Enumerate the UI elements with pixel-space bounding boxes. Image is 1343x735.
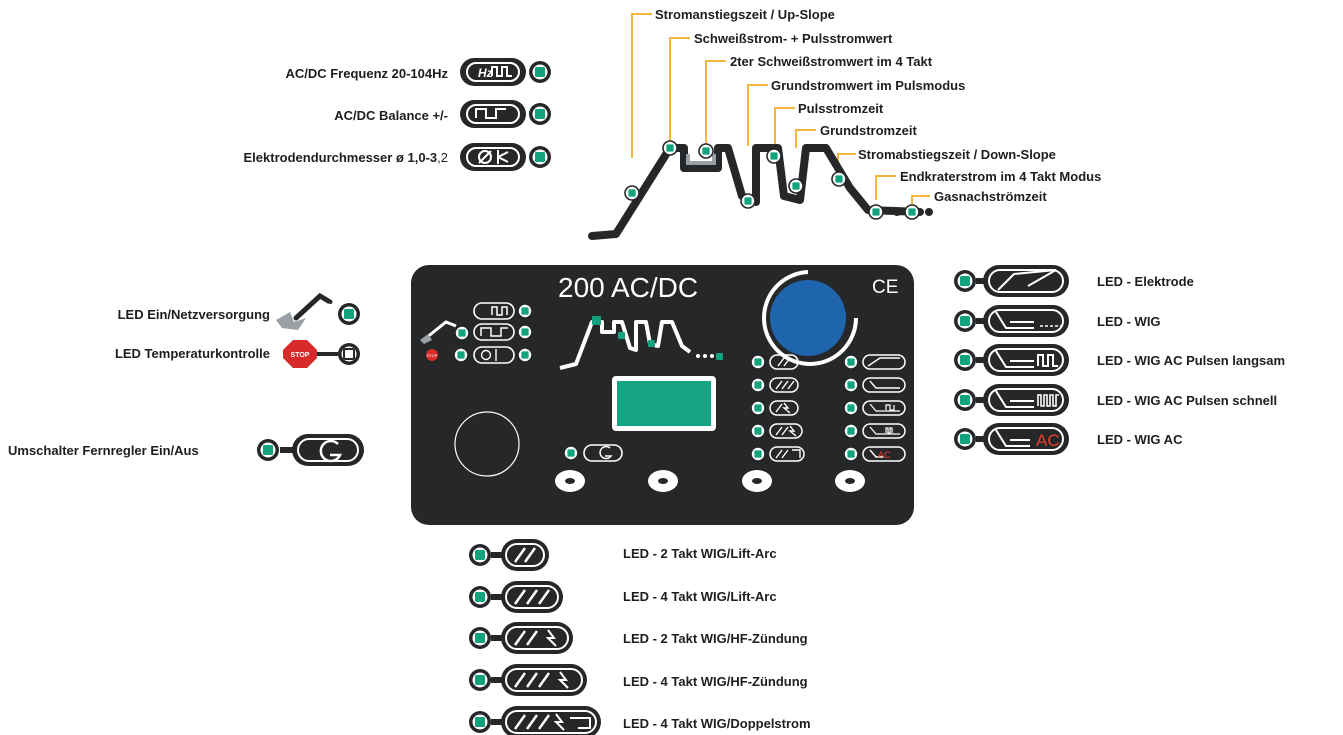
right-process-icons	[954, 265, 1069, 455]
panel-process-column	[843, 354, 906, 462]
label-2-takt-lift-arc: LED - 2 Takt WIG/Lift-Arc	[623, 546, 777, 561]
label-electrode-diameter-main: Elektrodendurchmesser ø 1,0-3	[243, 150, 438, 165]
label-led-wig: LED - WIG	[1097, 314, 1161, 329]
remote-switch-icon	[257, 434, 364, 466]
ac-icon: AC	[1036, 431, 1060, 450]
label-base-time: Grundstromzeit	[820, 123, 917, 138]
control-panel	[411, 265, 914, 525]
label-2-takt-hf: LED - 2 Takt WIG/HF-Zündung	[623, 631, 808, 646]
left-top-icons	[460, 58, 551, 171]
bottom-mode-icons	[469, 539, 601, 735]
label-temperature-led: LED Temperaturkontrolle	[114, 346, 270, 361]
label-base-current: Grundstromwert im Pulsmodus	[771, 78, 966, 93]
label-ac-dc-frequency: AC/DC Frequenz 20-104Hz	[285, 66, 448, 81]
ce-mark: CE	[872, 277, 899, 298]
hz-icon: Hz	[478, 66, 493, 80]
label-remote-switch: Umschalter Fernregler Ein/Aus	[8, 443, 199, 458]
label-4-takt-double-current: LED - 4 Takt WIG/Doppelstrom	[623, 716, 811, 731]
label-led-electrode: LED - Elektrode	[1097, 274, 1194, 289]
label-electrode-diameter: Elektrodendurchmesser ø 1,0-3,2	[150, 150, 448, 165]
label-led-wig-ac: LED - WIG AC	[1097, 432, 1183, 447]
panel-model-title: 200 AC/DC	[558, 272, 699, 303]
label-gas-post-flow: Gasnachströmzeit	[934, 189, 1047, 204]
left-status-icons	[276, 292, 360, 368]
label-4-takt-lift-arc: LED - 4 Takt WIG/Lift-Arc	[623, 589, 777, 604]
label-weld-pulse-current: Schweißstrom- + Pulsstromwert	[694, 31, 893, 46]
panel-ac-icon: AC	[878, 450, 891, 460]
label-power-led: LED Ein/Netzversorgung	[117, 307, 270, 322]
curve-path	[588, 144, 924, 240]
current-curve-diagram	[588, 13, 933, 240]
leader-lines	[631, 13, 930, 208]
label-up-slope: Stromanstiegszeit / Up-Slope	[655, 7, 835, 22]
label-electrode-diameter-suffix: ,2	[437, 150, 448, 165]
label-led-wig-ac-slow: LED - WIG AC Pulsen langsam	[1097, 353, 1286, 368]
label-led-wig-ac-fast: LED - WIG AC Pulsen schnell	[1097, 393, 1278, 408]
panel-mode-column	[750, 354, 805, 462]
label-down-slope: Stromabstiegszeit / Down-Slope	[858, 147, 1056, 162]
stop-icon: STOP	[291, 352, 310, 359]
label-second-current: 2ter Schweißstromwert im 4 Takt	[730, 54, 933, 69]
panel-stop-icon: STOP	[427, 353, 438, 358]
label-4-takt-hf: LED - 4 Takt WIG/HF-Zündung	[623, 674, 808, 689]
label-end-crater: Endkraterstrom im 4 Takt Modus	[900, 169, 1102, 184]
label-ac-dc-balance: AC/DC Balance +/-	[334, 108, 448, 123]
label-pulse-time: Pulsstromzeit	[798, 101, 884, 116]
